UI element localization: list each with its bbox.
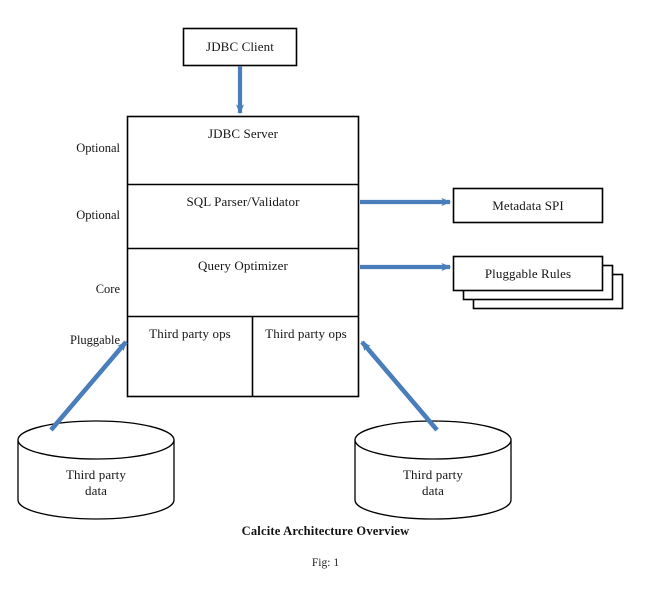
sql-parser-validator-label: SQL Parser/Validator bbox=[186, 194, 300, 209]
figure-number: Fig: 1 bbox=[311, 557, 340, 569]
jdbc-client-box bbox=[182, 27, 298, 67]
query-optimizer-label: Query Optimizer bbox=[198, 258, 288, 273]
tier-label-pluggable: Pluggable bbox=[70, 333, 120, 347]
metadata-spi-label: Metadata SPI bbox=[492, 198, 564, 213]
metadata-spi-box bbox=[452, 187, 604, 224]
tier-label-optional-1: Optional bbox=[76, 141, 120, 155]
tier-label-core: Core bbox=[95, 282, 120, 296]
jdbc-server-label: JDBC Server bbox=[207, 126, 279, 141]
pluggable-rules-box-front bbox=[452, 255, 604, 292]
datastore-right-label: Third party data bbox=[403, 467, 463, 499]
third-party-ops-right-label: Third party ops bbox=[265, 326, 347, 341]
datastore-cylinder-left bbox=[17, 420, 175, 520]
datastore-left-label: Third party data bbox=[66, 467, 126, 499]
arrow-left-datastore-to-ops bbox=[49, 340, 128, 432]
datastore-cylinder-right bbox=[354, 420, 512, 520]
arrow-right-datastore-to-ops bbox=[360, 340, 439, 432]
third-party-ops-left-label: Third party ops bbox=[149, 326, 231, 341]
tier-label-optional-2: Optional bbox=[76, 208, 120, 222]
figure-caption: Calcite Architecture Overview bbox=[241, 524, 410, 538]
pluggable-rules-label: Pluggable Rules bbox=[484, 266, 572, 281]
main-stack-box bbox=[126, 115, 360, 398]
jdbc-client-label: JDBC Client bbox=[206, 39, 274, 54]
